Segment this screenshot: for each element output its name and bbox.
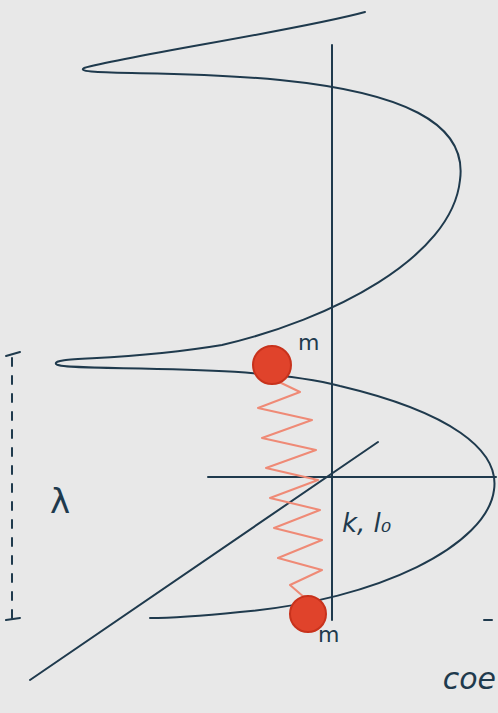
bracket-tick [6, 352, 20, 356]
horizontal-axis [208, 476, 496, 478]
cut-text: coe [443, 664, 496, 694]
cut-stroke [484, 619, 492, 621]
mass-circle [253, 346, 291, 384]
depth-axis [30, 442, 378, 680]
helix-curve [56, 12, 495, 618]
mass-label: m [298, 332, 319, 354]
vertical-axis [331, 45, 333, 620]
wavelength-bracket [11, 358, 13, 620]
wavelength-label: λ [50, 484, 70, 518]
spring [258, 380, 322, 598]
spring-label: k, l₀ [342, 510, 391, 536]
mass-label: m [318, 624, 339, 646]
bracket-tick [6, 618, 20, 620]
